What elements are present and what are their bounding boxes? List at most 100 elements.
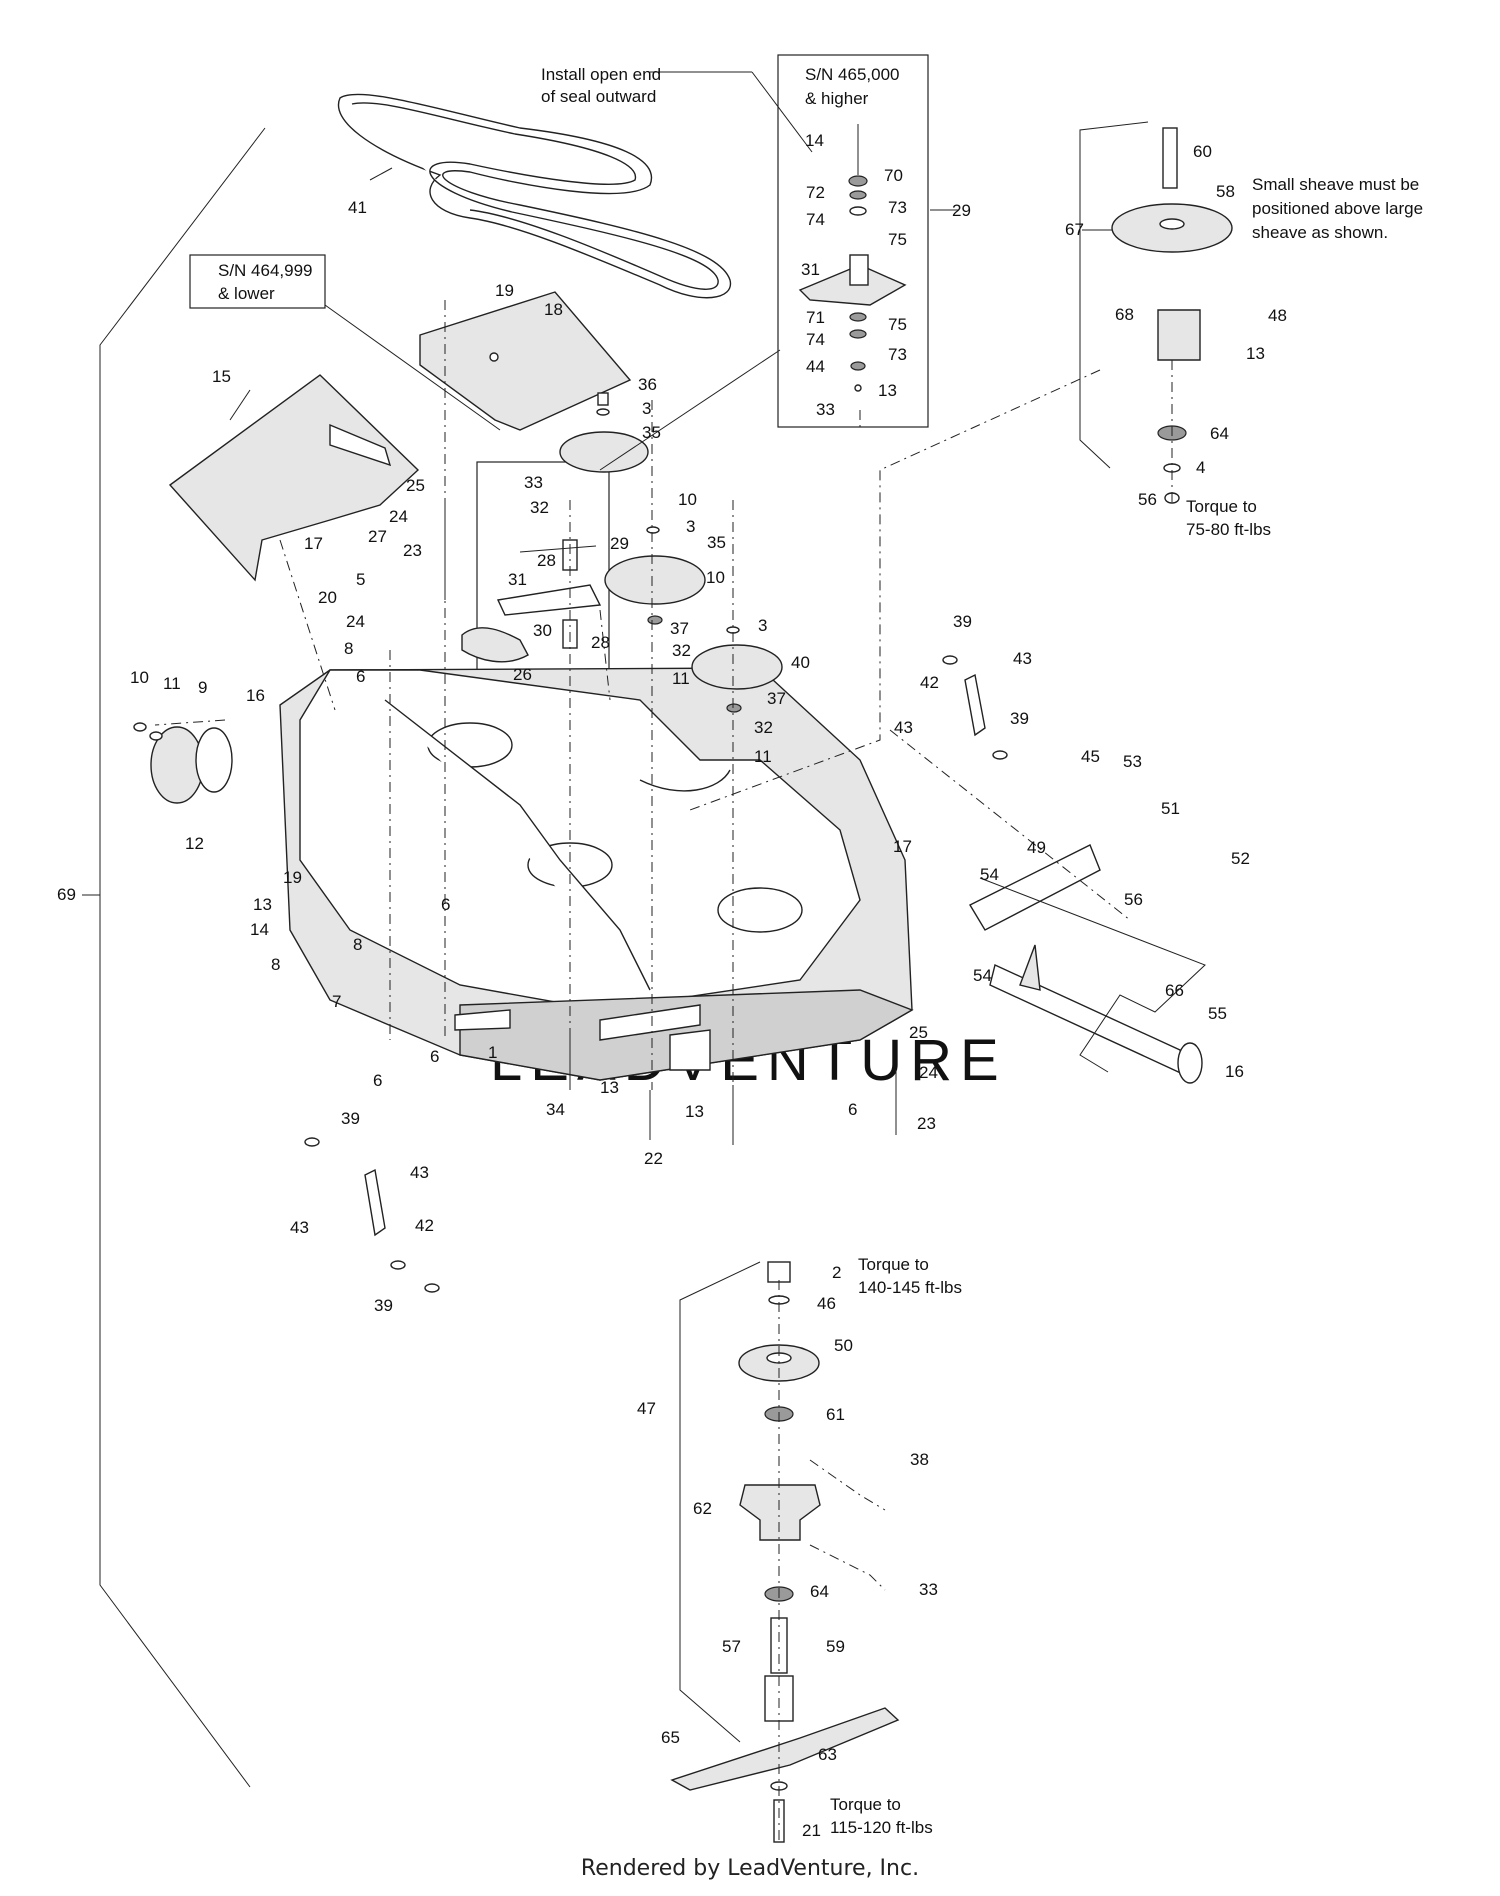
callout-9: 9 [198, 678, 207, 697]
callout-44: 44 [806, 357, 825, 376]
chain-bracket-lower [304, 1137, 440, 1293]
callout-75: 75 [888, 230, 907, 249]
svg-text:140-145 ft-lbs: 140-145 ft-lbs [858, 1278, 962, 1297]
callout-8: 8 [344, 639, 353, 658]
svg-text:& higher: & higher [805, 89, 869, 108]
callout-71: 71 [806, 308, 825, 327]
callout-2: 2 [832, 1263, 841, 1282]
callout-55: 55 [1208, 1004, 1227, 1023]
callout-31: 31 [801, 260, 820, 279]
callout-25: 25 [909, 1023, 928, 1042]
callout-13: 13 [600, 1078, 619, 1097]
callout-4: 4 [1196, 458, 1205, 477]
callout-22: 22 [644, 1149, 663, 1168]
callout-6: 6 [441, 895, 450, 914]
anti-scalp-shafts [969, 844, 1206, 1084]
callout-54: 54 [973, 966, 992, 985]
callout-3: 3 [642, 399, 651, 418]
callout-72: 72 [806, 183, 825, 202]
callout-59: 59 [826, 1637, 845, 1656]
callout-74: 74 [806, 210, 825, 229]
callout-25: 25 [406, 476, 425, 495]
callout-65: 65 [661, 1728, 680, 1747]
deck-assembly-bracket [82, 127, 266, 1788]
callout-73: 73 [888, 198, 907, 217]
callout-40: 40 [791, 653, 810, 672]
callout-24: 24 [919, 1063, 938, 1082]
belt-cover-center [419, 291, 632, 431]
callout-35: 35 [707, 533, 726, 552]
callout-66: 66 [1165, 981, 1184, 1000]
svg-text:Torque to: Torque to [858, 1255, 929, 1274]
callout-11: 11 [754, 747, 772, 766]
callout-45: 45 [1081, 747, 1100, 766]
callout-3: 3 [686, 517, 695, 536]
svg-text:S/N 464,999: S/N 464,999 [218, 261, 313, 280]
part-callouts: 41 29 14 70 72 73 74 75 31 71 75 74 73 4… [57, 131, 1287, 1840]
callout-3: 3 [758, 616, 767, 635]
callout-43: 43 [410, 1163, 429, 1182]
callout-39: 39 [953, 612, 972, 631]
callout-19: 19 [283, 868, 302, 887]
callout-14: 14 [250, 920, 269, 939]
callout-69: 69 [57, 885, 76, 904]
callout-37: 37 [670, 619, 689, 638]
callout-6: 6 [848, 1100, 857, 1119]
callout-73: 73 [888, 345, 907, 364]
callout-10: 10 [678, 490, 697, 509]
note-torque-nut: Torque to 75-80 ft-lbs [1186, 497, 1271, 539]
callout-10: 10 [706, 568, 725, 587]
callout-13: 13 [878, 381, 897, 400]
callout-7: 7 [332, 992, 341, 1011]
callout-13: 13 [1246, 344, 1265, 363]
callout-30: 30 [533, 621, 552, 640]
drive-belt [337, 93, 732, 299]
svg-text:& lower: & lower [218, 284, 275, 303]
callout-50: 50 [834, 1336, 853, 1355]
callout-58: 58 [1216, 182, 1235, 201]
callout-56: 56 [1138, 490, 1157, 509]
callout-51: 51 [1161, 799, 1180, 818]
callout-10: 10 [130, 668, 149, 687]
callout-28: 28 [591, 633, 610, 652]
callout-33: 33 [816, 400, 835, 419]
note-sheave-order: Small sheave must be positioned above la… [1252, 175, 1423, 242]
note-torque-spindle: Torque to 140-145 ft-lbs [858, 1255, 962, 1297]
callout-18: 18 [544, 300, 563, 319]
svg-text:Torque to: Torque to [830, 1795, 901, 1814]
callout-46: 46 [817, 1294, 836, 1313]
callout-68: 68 [1115, 305, 1134, 324]
callout-42: 42 [415, 1216, 434, 1235]
callout-60: 60 [1193, 142, 1212, 161]
callout-26: 26 [513, 665, 532, 684]
alignment-lines [154, 300, 1173, 1845]
svg-text:75-80 ft-lbs: 75-80 ft-lbs [1186, 520, 1271, 539]
callout-36: 36 [638, 375, 657, 394]
callout-52: 52 [1231, 849, 1250, 868]
callout-6: 6 [356, 667, 365, 686]
callout-38: 38 [910, 1450, 929, 1469]
callout-62: 62 [693, 1499, 712, 1518]
svg-text:115-120 ft-lbs: 115-120 ft-lbs [830, 1818, 933, 1837]
svg-text:S/N 465,000: S/N 465,000 [805, 65, 900, 84]
callout-17: 17 [893, 837, 912, 856]
callout-48: 48 [1268, 306, 1287, 325]
callout-13: 13 [253, 895, 272, 914]
callout-43: 43 [290, 1218, 309, 1237]
callout-20: 20 [318, 588, 337, 607]
callout-17: 17 [304, 534, 323, 553]
callout-67: 67 [1065, 220, 1084, 239]
callout-6: 6 [373, 1071, 382, 1090]
callout-41: 41 [348, 198, 367, 217]
svg-text:Torque to: Torque to [1186, 497, 1257, 516]
callout-43: 43 [894, 718, 913, 737]
callout-34: 34 [546, 1100, 565, 1119]
callout-39: 39 [1010, 709, 1029, 728]
callout-53: 53 [1123, 752, 1142, 771]
note-sn-high: S/N 465,000 & higher [805, 65, 900, 108]
callout-19: 19 [495, 281, 514, 300]
callout-16: 16 [1225, 1062, 1244, 1081]
callout-70: 70 [884, 166, 903, 185]
callout-29: 29 [610, 534, 629, 553]
callout-32: 32 [754, 718, 773, 737]
